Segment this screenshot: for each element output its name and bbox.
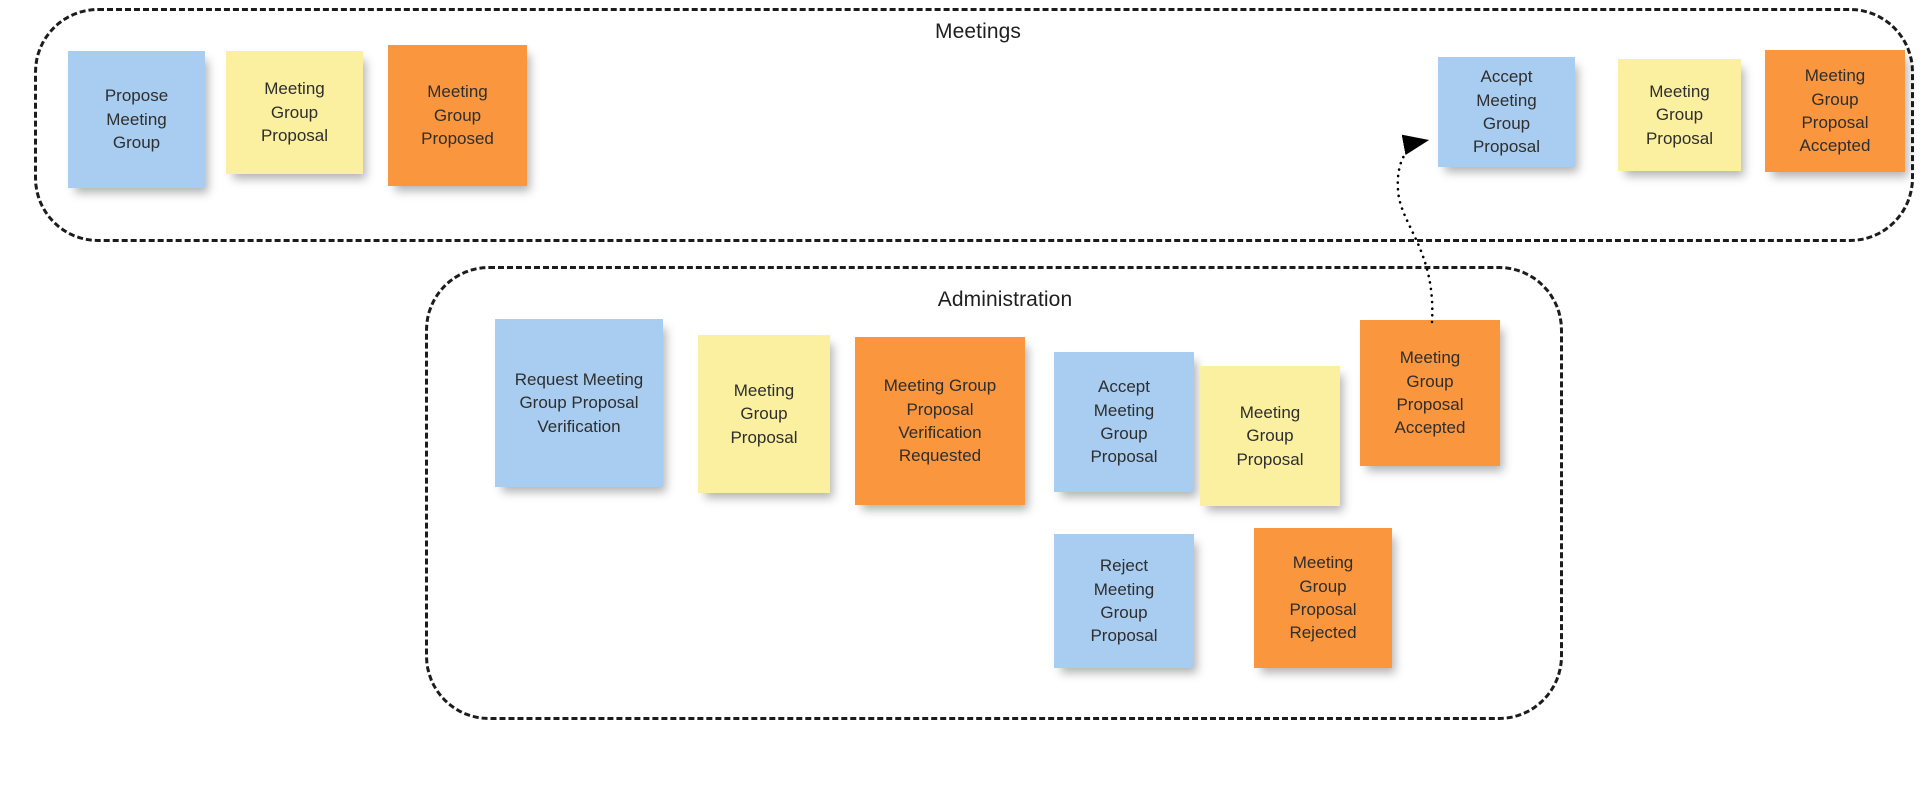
sticky-meeting-group-proposal-rejected[interactable]: Meeting Group Proposal Rejected xyxy=(1254,528,1392,668)
sticky-line: Meeting xyxy=(1093,400,1155,420)
sticky-line: Proposal xyxy=(1472,137,1541,157)
sticky-line: Meeting xyxy=(106,109,167,129)
sticky-line: Group xyxy=(1299,576,1347,596)
sticky-propose-meeting-group[interactable]: Propose Meeting Group xyxy=(68,51,205,188)
sticky-line: Verification xyxy=(898,423,982,442)
sticky-accept-meeting-group-proposal-top[interactable]: Accept Meeting Group Proposal xyxy=(1438,57,1575,167)
sticky-line: Group xyxy=(270,102,319,122)
sticky-line: Proposal xyxy=(260,126,329,146)
sticky-line: Group xyxy=(1655,105,1704,125)
context-administration[interactable] xyxy=(425,266,1563,720)
sticky-reject-meeting-group-proposal[interactable]: Reject Meeting Group Proposal xyxy=(1054,534,1194,668)
context-meetings[interactable] xyxy=(34,8,1914,242)
sticky-line: Accepted xyxy=(1799,136,1871,156)
sticky-line: Meeting Group xyxy=(883,376,997,396)
sticky-line: Meeting xyxy=(427,82,488,102)
sticky-meeting-group-proposal-accepted[interactable]: Meeting Group Proposal Accepted xyxy=(1360,320,1500,466)
sticky-line: Meeting xyxy=(1239,402,1301,422)
sticky-line: Group xyxy=(1100,603,1148,622)
sticky-meeting-group-proposal-accepted-top[interactable]: Meeting Group Proposal Accepted xyxy=(1765,50,1905,172)
sticky-line: Reject xyxy=(1099,556,1149,576)
sticky-line: Meeting xyxy=(1292,553,1354,573)
sticky-request-meeting-group-proposal-verification[interactable]: Request Meeting Group Proposal Verificat… xyxy=(495,319,663,487)
sticky-line: Group xyxy=(1811,89,1859,109)
sticky-line: Meeting xyxy=(1093,579,1155,599)
sticky-line: Rejected xyxy=(1289,623,1357,643)
sticky-line: Proposal xyxy=(906,399,974,419)
sticky-line: Proposal xyxy=(1090,626,1158,646)
sticky-line: Request Meeting xyxy=(514,369,644,389)
sticky-meeting-group-proposal-b1[interactable]: Meeting Group Proposal xyxy=(698,335,830,493)
sticky-line: Accepted xyxy=(1394,418,1466,438)
sticky-line: Proposal xyxy=(1289,600,1357,619)
sticky-line: Accept xyxy=(1480,67,1533,87)
sticky-line: Meeting xyxy=(1649,81,1710,101)
context-meetings-label: Meetings xyxy=(934,20,1022,43)
sticky-line: Meeting xyxy=(264,79,325,99)
sticky-line: Verification xyxy=(537,416,621,436)
sticky-line: Group xyxy=(433,105,482,125)
sticky-line: Meeting xyxy=(733,380,795,400)
sticky-line: Proposal xyxy=(1396,395,1464,414)
sticky-line: Requested xyxy=(898,446,982,466)
sticky-line: Meeting xyxy=(1476,90,1537,110)
sticky-line: Proposal xyxy=(730,427,798,447)
sticky-meeting-group-proposal-b2[interactable]: Meeting Group Proposal xyxy=(1200,366,1340,506)
sticky-line: Group xyxy=(740,404,788,424)
sticky-line: Group xyxy=(112,133,161,153)
sticky-line: Group Proposal xyxy=(519,393,639,413)
sticky-line: Proposal xyxy=(1801,113,1869,132)
sticky-meeting-group-proposed[interactable]: Meeting Group Proposed xyxy=(388,45,527,186)
sticky-meeting-group-proposal-a1[interactable]: Meeting Group Proposal xyxy=(226,51,363,174)
sticky-line: Meeting xyxy=(1804,66,1866,86)
sticky-meeting-group-proposal-a2[interactable]: Meeting Group Proposal xyxy=(1618,59,1741,171)
context-administration-label: Administration xyxy=(937,288,1073,311)
sticky-line: Proposal xyxy=(1090,447,1158,467)
sticky-line: Group xyxy=(1406,371,1454,391)
sticky-line: Accept xyxy=(1098,377,1150,397)
sticky-line: Proposal xyxy=(1236,449,1304,469)
sticky-meeting-group-proposal-verification-requested[interactable]: Meeting Group Proposal Verification Requ… xyxy=(855,337,1025,505)
sticky-line: Group xyxy=(1482,114,1531,133)
sticky-accept-meeting-group-proposal[interactable]: Accept Meeting Group Proposal xyxy=(1054,352,1194,492)
sticky-line: Propose xyxy=(104,86,169,106)
sticky-line: Proposed xyxy=(421,129,494,149)
sticky-line: Group xyxy=(1100,424,1148,443)
sticky-line: Group xyxy=(1246,426,1294,446)
sticky-line: Meeting xyxy=(1399,348,1461,368)
sticky-line: Proposal xyxy=(1645,128,1714,148)
